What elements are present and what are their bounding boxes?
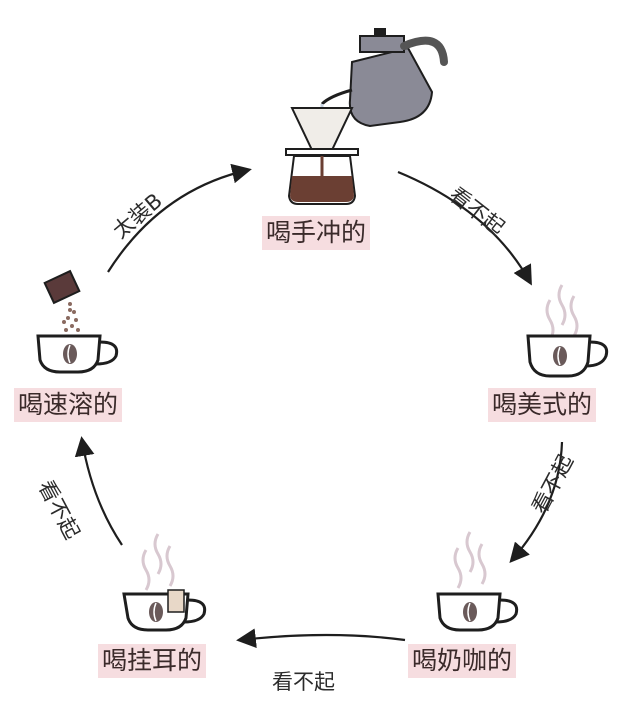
- arrow-caption-latte-to-dripbag: 看不起: [272, 670, 335, 694]
- node-label-latte: 喝奶咖的: [408, 644, 517, 678]
- cup-with-drip-bag-icon: [122, 533, 207, 632]
- arrow-dripbag-to-instant: [74, 436, 123, 546]
- node-label-americano: 喝美式的: [488, 388, 597, 422]
- arrow-latte-to-dripbag: [236, 628, 406, 649]
- arrow-hand-to-americano: [397, 170, 532, 286]
- node-label-hand-drip: 喝手冲的: [262, 216, 371, 250]
- arrow-instant-to-hand: [107, 163, 252, 273]
- node-label-drip-bag: 喝挂耳的: [98, 644, 207, 678]
- pour-over-kettle-icon: [285, 28, 448, 205]
- node-label-instant: 喝速溶的: [14, 388, 123, 422]
- arrow-americano-to-latte: [509, 441, 564, 563]
- steaming-cup-icon: [436, 531, 519, 632]
- cup-with-instant-packet-icon: [36, 269, 119, 374]
- steaming-cup-icon: [526, 284, 609, 378]
